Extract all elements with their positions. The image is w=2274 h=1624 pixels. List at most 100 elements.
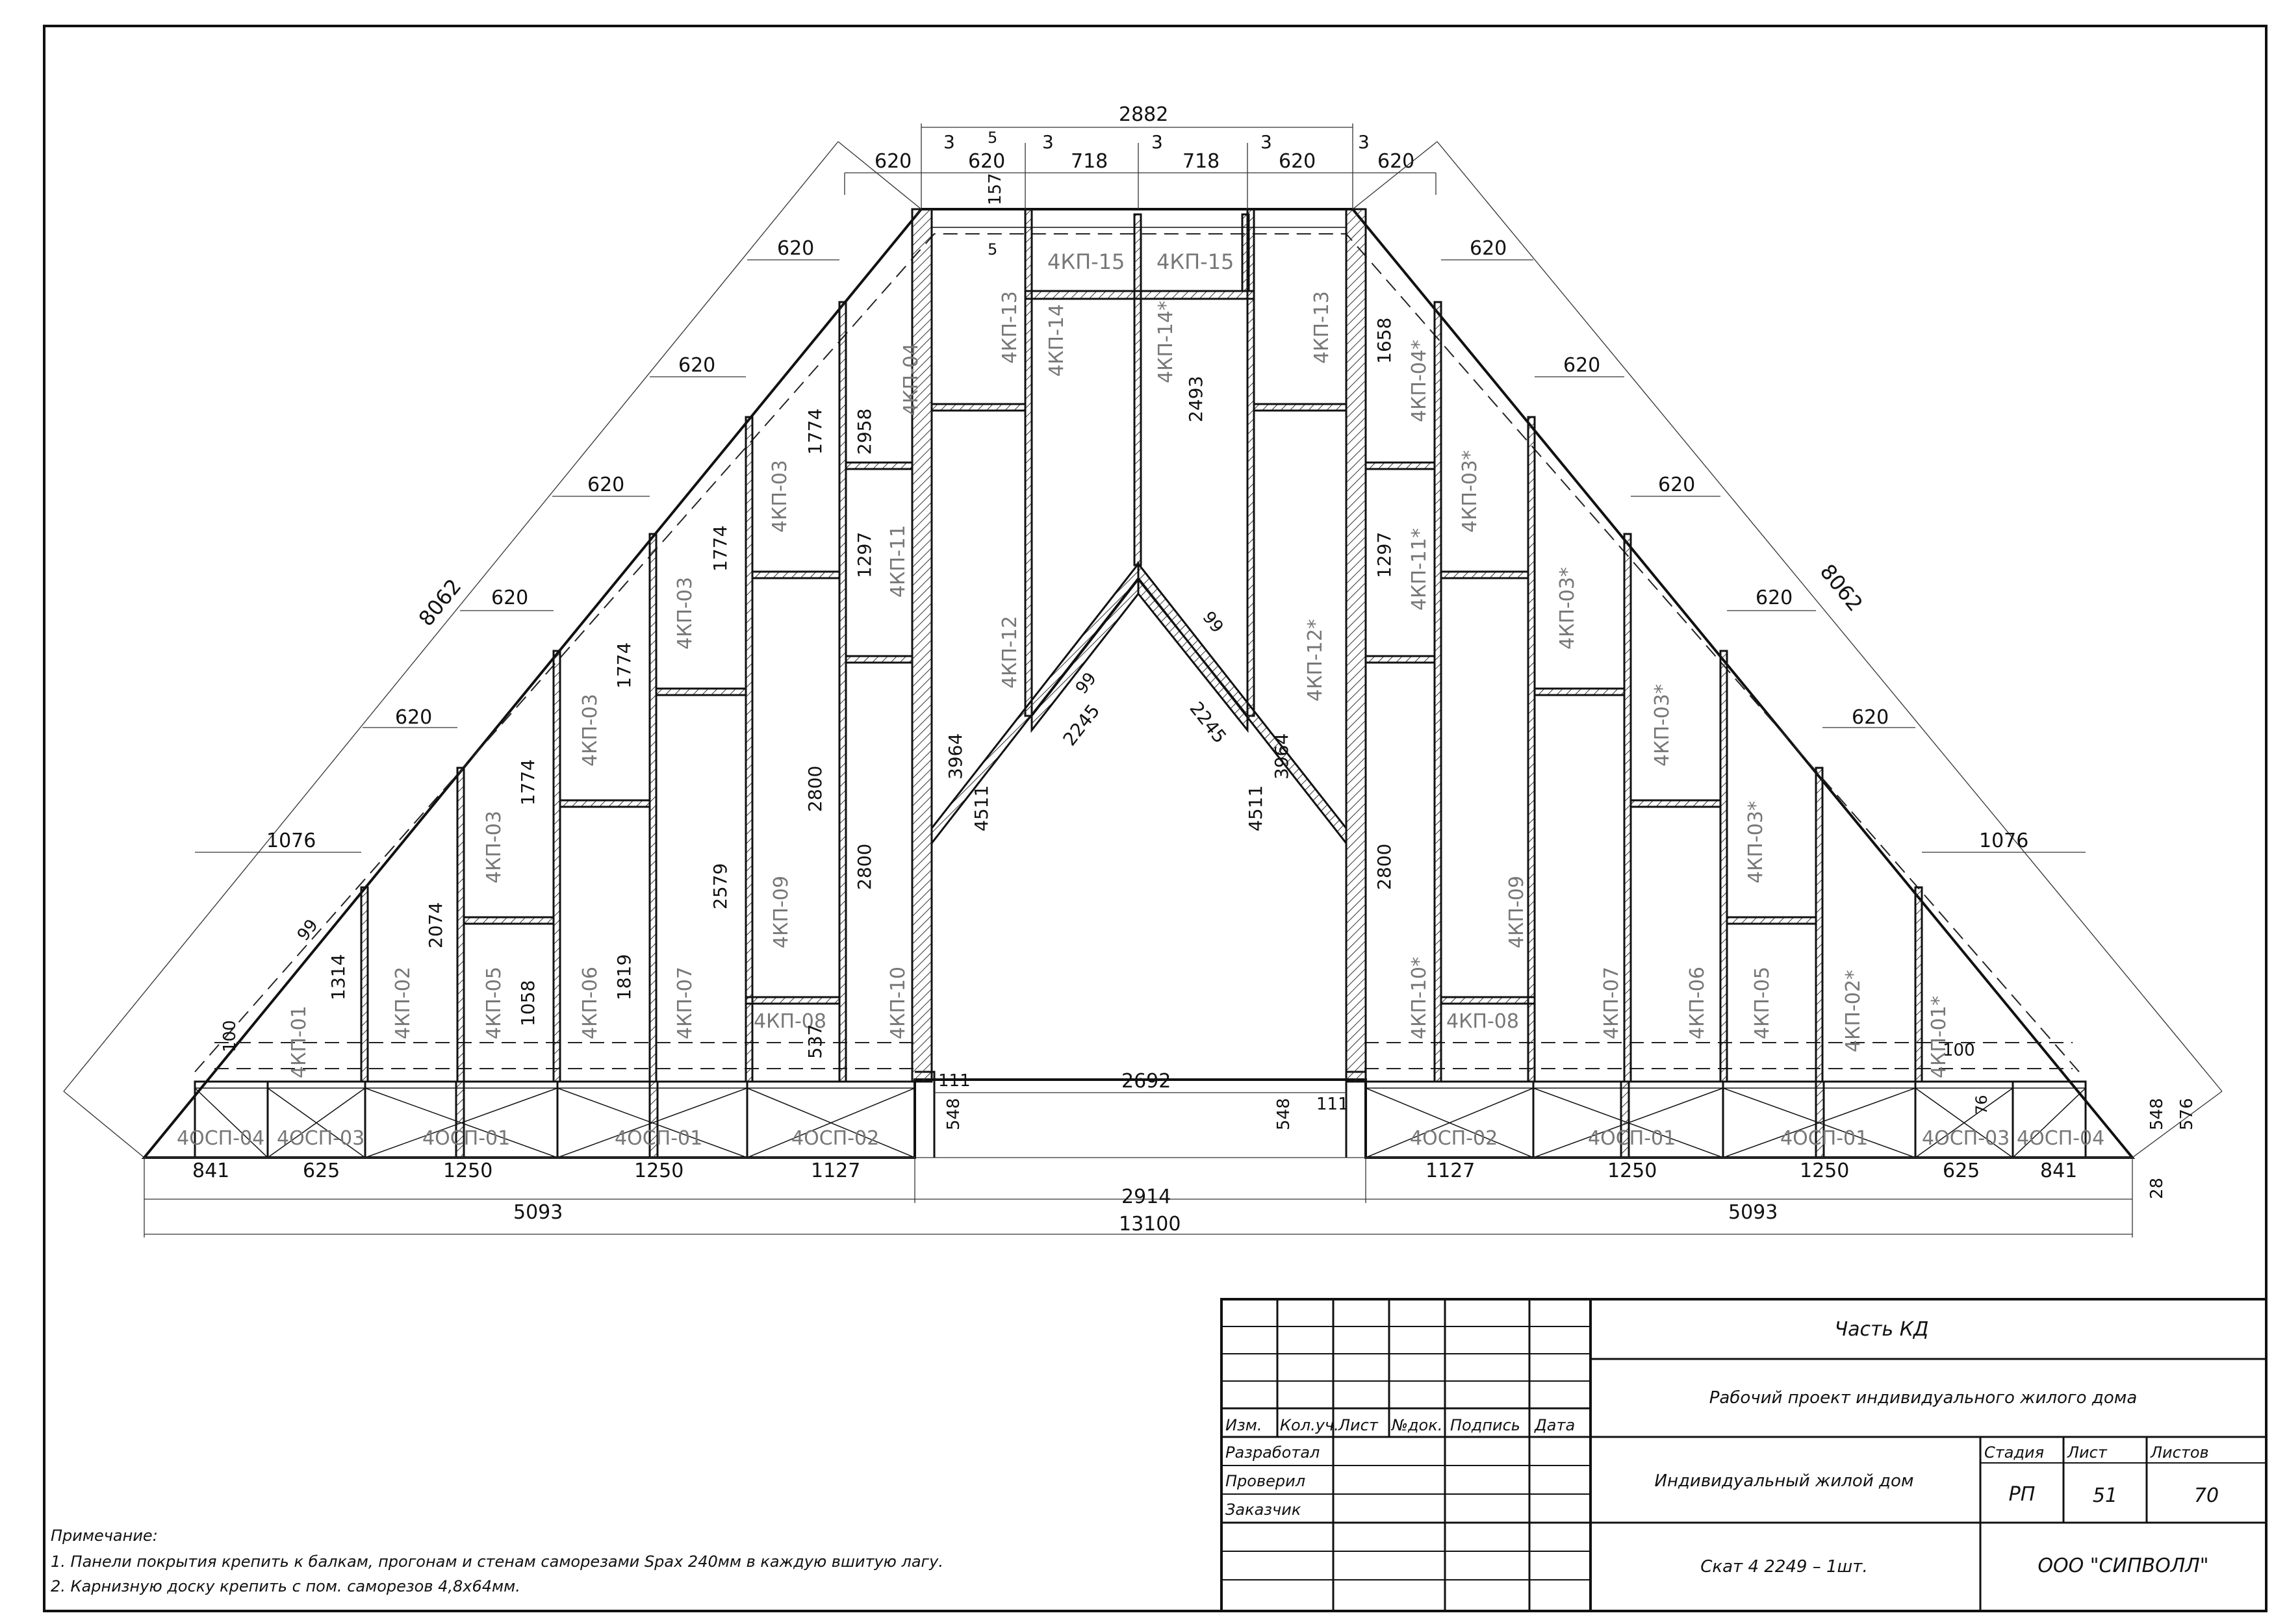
stamp-col-kol: Кол.уч.	[1280, 1416, 1339, 1434]
base-label: 4ОСП-01	[1588, 1127, 1676, 1150]
base-label: 4ОСП-02	[1410, 1127, 1498, 1150]
dim-label: 1297	[1373, 532, 1395, 578]
stamp-col-date: Дата	[1534, 1416, 1575, 1434]
dim-label: 2493	[1185, 376, 1207, 422]
dim-label: 1774	[709, 526, 731, 572]
stamp-col-list: Лист	[1338, 1416, 1379, 1434]
dim-label: 2579	[709, 863, 731, 909]
panel-label: 4КП-06	[579, 967, 602, 1039]
panel-label: 4КП-13	[1310, 291, 1333, 364]
dim-label: 548	[2147, 1098, 2167, 1130]
dim-label: 1127	[1425, 1160, 1475, 1182]
dim-label: 548	[1274, 1098, 1294, 1130]
stamp-role-checked: Проверил	[1225, 1472, 1305, 1490]
base-label: 4ОСП-04	[2017, 1127, 2104, 1150]
panel-label: 4КП-04	[900, 343, 923, 416]
panel-label: 4КП-11	[887, 525, 910, 598]
panel-label: 4КП-01*	[1928, 996, 1950, 1078]
dim-label: 2914	[1121, 1186, 1171, 1208]
height-dimensions: 1314 2074 1058 1774 1819 1774 2579 1774 …	[220, 318, 1975, 1060]
dim-label: 1058	[517, 980, 539, 1026]
dim-label: 3964	[1271, 733, 1292, 780]
dim-label: 5	[988, 129, 997, 147]
dim-label: 2245	[1185, 698, 1231, 747]
dim-label: 1774	[804, 409, 826, 455]
dim-label: 1774	[613, 642, 635, 689]
panel-label: 4КП-10*	[1408, 957, 1431, 1039]
dim-label: 620	[1852, 706, 1889, 729]
dim-label: 2692	[1121, 1070, 1171, 1093]
dim-label: 537	[804, 1024, 826, 1059]
stamp-sheets-label: Листов	[2150, 1443, 2209, 1462]
notes-line-2: 2. Карнизную доску крепить с пом. саморе…	[51, 1577, 520, 1595]
dim-label: 99	[294, 916, 322, 945]
stamp-col-doc: №док.	[1390, 1416, 1442, 1434]
dim-label: 548	[944, 1098, 964, 1130]
stamp-col-sign: Подпись	[1450, 1416, 1520, 1434]
stamp-project: Рабочий проект индивидуального жилого до…	[1709, 1388, 2138, 1408]
top-panels	[932, 213, 1346, 566]
dim-label: 4511	[971, 785, 992, 831]
dim-label: 2800	[804, 766, 826, 812]
dim-label: 1076	[1979, 830, 2028, 852]
panel-label: 4КП-09	[1505, 876, 1528, 948]
title-block: Изм. Кол.уч. Лист №док. Подпись Дата Раз…	[1220, 1298, 2268, 1612]
panel-label: 4КП-02	[392, 967, 415, 1039]
stamp-sheet-label: Лист	[2067, 1443, 2108, 1462]
dim-label: 620	[587, 474, 624, 496]
panel-label: 4КП-07	[1600, 967, 1623, 1039]
base-labels: 4ОСП-04 4ОСП-03 4ОСП-01 4ОСП-01 4ОСП-02 …	[177, 1127, 2104, 1150]
base-label: 4ОСП-03	[277, 1127, 364, 1150]
panel-label: 4КП-03	[674, 577, 696, 650]
dim-label: 718	[1182, 150, 1220, 173]
dim-label: 718	[1071, 150, 1108, 173]
dim-label: 111	[938, 1071, 971, 1091]
panel-label: 4КП-01	[288, 1006, 311, 1078]
base-label: 4ОСП-02	[791, 1127, 879, 1150]
dim-label: 100	[1943, 1041, 1975, 1060]
dim-slope-right: 8062	[1815, 559, 1868, 616]
bottom-dimensions: 841 625 1250 1250 1127 1127 1250 1250 62…	[144, 1070, 2197, 1237]
panel-label: 4КП-08	[1446, 1010, 1519, 1033]
panel-label: 4КП-07	[674, 967, 696, 1039]
panel-label: 4КП-05	[483, 967, 505, 1039]
panel-label: 4КП-04*	[1408, 340, 1431, 422]
stamp-col-izm: Изм.	[1225, 1416, 1262, 1434]
dim-label: 620	[875, 150, 912, 173]
dim-label: 1250	[634, 1160, 683, 1182]
panel-label: 4КП-03*	[1744, 801, 1767, 883]
panel-labels-right: 4КП-14* 4КП-13 4КП-12* 4КП-04* 4КП-11* 4…	[1155, 291, 1950, 1078]
dim-label: 620	[968, 150, 1005, 173]
panel-label: 4КП-12*	[1304, 619, 1327, 702]
dim-label: 1314	[327, 954, 349, 1000]
panel-label: 4КП-05	[1751, 967, 1774, 1039]
dim-label: 5093	[513, 1201, 563, 1224]
dim-label: 3	[1151, 131, 1163, 153]
dim-label: 620	[1658, 474, 1695, 496]
base-label: 4ОСП-04	[177, 1127, 264, 1150]
dim-slope-left: 8062	[414, 574, 466, 631]
notes-line-1: 1. Панели покрытия крепить к балкам, про…	[51, 1553, 943, 1571]
panel-label: 4КП-03	[769, 460, 791, 533]
dim-label: 5093	[1728, 1201, 1778, 1224]
panel-label: 4КП-02*	[1842, 970, 1865, 1052]
panel-label: 4КП-11*	[1408, 528, 1431, 611]
dim-label: 4511	[1245, 785, 1266, 831]
sheet-frame	[43, 25, 2268, 1612]
dim-label: 3	[1260, 131, 1272, 153]
dim-label: 76	[1973, 1095, 1991, 1115]
dim-label: 2074	[425, 902, 446, 948]
dim-label: 620	[678, 354, 715, 377]
dim-label: 841	[192, 1160, 229, 1182]
stamp-sheets: 70	[2194, 1484, 2219, 1507]
stamp-stage-label: Стадия	[1984, 1443, 2044, 1462]
dim-label: 620	[1470, 237, 1507, 260]
dim-label: 625	[303, 1160, 340, 1182]
dim-label: 2800	[1373, 844, 1395, 890]
dim-label: 576	[2177, 1098, 2197, 1130]
dim-label: 3	[943, 131, 955, 153]
dim-label: 1076	[266, 830, 316, 852]
dim-label: 1819	[613, 954, 635, 1000]
dim-label: 620	[1377, 150, 1414, 173]
dim-label: 2800	[854, 844, 875, 890]
